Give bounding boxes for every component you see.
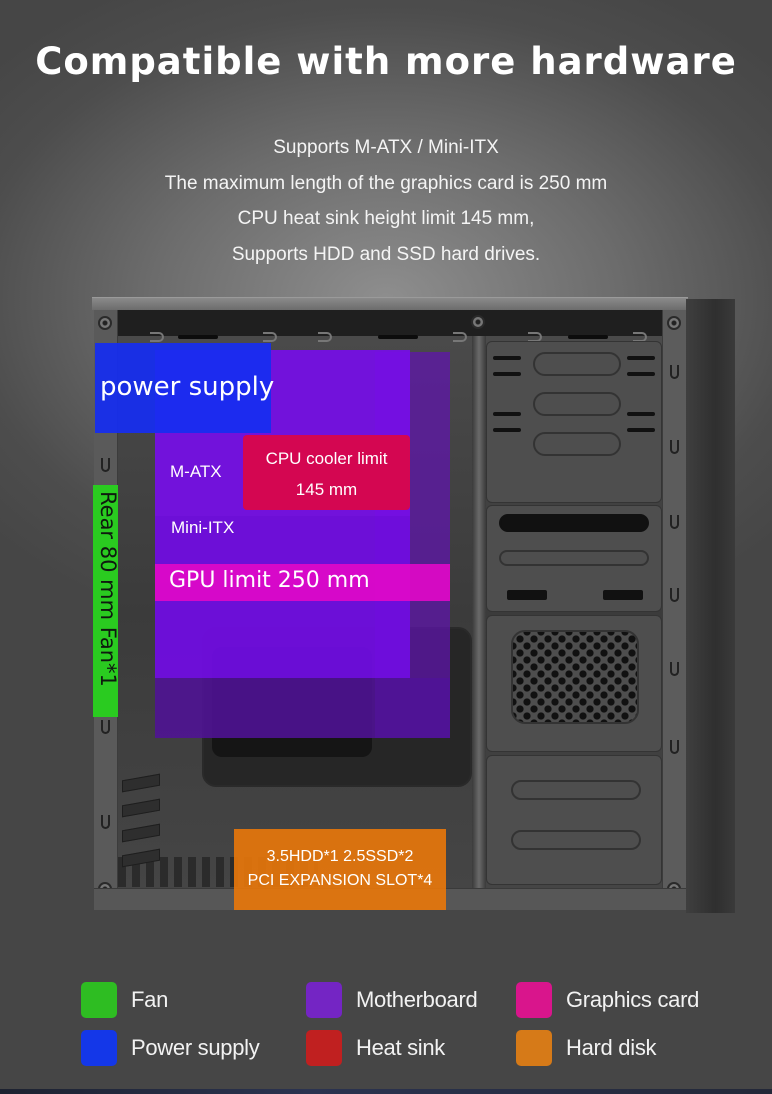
vent-slot [627,428,655,432]
bay-slot [511,830,641,850]
bay-divider [472,336,486,888]
motherboard-lower-overlay [155,678,450,738]
rail-hook [318,332,332,342]
rail-hook [453,332,467,342]
legend-item-motherboard: Motherboard [306,982,478,1018]
hook [101,815,110,829]
vent-slot [493,428,521,432]
feature-line: The maximum length of the graphics card … [164,172,608,194]
hook [101,458,110,472]
fan-vent-grid [511,630,639,724]
vent-slot [627,412,655,416]
vent-slot [627,356,655,360]
legend-label: Fan [131,987,169,1012]
legend-item-hard-disk: Hard disk [516,1030,657,1066]
legend-label: Power supply [131,1035,260,1060]
feature-list: Supports M-ATX / Mini-ITX The maximum le… [0,130,772,272]
hook [101,720,110,734]
drive-cage-opening [499,514,649,532]
screw [471,315,485,329]
graphics-card-color-swatch [516,982,552,1018]
front-frame [662,310,686,910]
optical-bay [486,341,662,503]
bay-slot [533,432,621,456]
hook [670,588,679,602]
legend-label: Heat sink [356,1035,446,1060]
hook [670,440,679,454]
legend-label: Graphics card [566,987,700,1012]
legend-item-graphics-card: Graphics card [516,982,699,1018]
cpu-cooler-limit-value: 145 mm [295,480,358,499]
bay-slot [533,392,621,416]
motherboard-color-swatch [306,982,342,1018]
heat-sink-color-swatch [306,1030,342,1066]
cpu-cooler-zone: CPU cooler limit 145 mm [243,435,410,510]
rail-hook [263,332,277,342]
pci-slots-label: PCI EXPANSION SLOT*4 [247,872,433,889]
storage-drives-label: 3.5HDD*1 2.5SSD*2 [266,848,414,865]
feature-line: CPU heat sink height limit 145 mm, [237,208,535,229]
rail-slot [568,335,608,339]
case-top-panel [92,297,688,310]
m-atx-label: M-ATX [170,462,222,481]
screw [667,316,681,330]
lower-drive-bay [486,755,662,885]
power-supply-color-swatch [81,1030,117,1066]
screw [98,316,112,330]
legend-item-heat-sink: Heat sink [306,1030,445,1066]
gpu-zone: GPU limit 250 mm [155,564,450,601]
drive-bay [486,505,662,612]
bay-slot [511,780,641,800]
hook [670,515,679,529]
rear-fan-zone: Rear 80 mm Fan*1 [93,485,120,717]
feature-line: Supports HDD and SSD hard drives. [231,243,541,265]
legend-item-power-supply: Power supply [81,1030,260,1066]
vent-slot [493,412,521,416]
hook [670,662,679,676]
page-title: Compatible with more hardware [35,40,737,83]
vent-slot [627,372,655,376]
bay-slot [533,352,621,376]
feature-line: Supports M-ATX / Mini-ITX [273,137,499,158]
rear-fan-label: Rear 80 mm Fan*1 [96,491,120,687]
vent-slot [493,372,521,376]
legend-label: Motherboard [356,987,478,1012]
cpu-cooler-label: CPU cooler limit [265,449,388,468]
legend-label: Hard disk [566,1035,657,1060]
rail-hook [150,332,164,342]
bottom-edge [0,1089,772,1094]
top-rail [118,310,662,342]
vent-slot [493,356,521,360]
fan-color-swatch [81,982,117,1018]
vent-slot [507,590,547,600]
rail-slot [178,335,218,339]
rail-slot [378,335,418,339]
gpu-limit-label: GPU limit 250 mm [169,568,370,593]
front-fan-mount [486,615,662,752]
case-side-panel [686,299,735,913]
mini-itx-label: Mini-ITX [171,518,235,537]
hook [670,365,679,379]
hard-disk-color-swatch [516,1030,552,1066]
vent-slot [603,590,643,600]
bay-slot [499,550,649,566]
legend-item-fan: Fan [81,982,168,1018]
storage-zone: 3.5HDD*1 2.5SSD*2 PCI EXPANSION SLOT*4 [234,829,446,910]
power-supply-label: power supply [100,372,275,402]
power-supply-zone [95,343,271,433]
hook [670,740,679,754]
